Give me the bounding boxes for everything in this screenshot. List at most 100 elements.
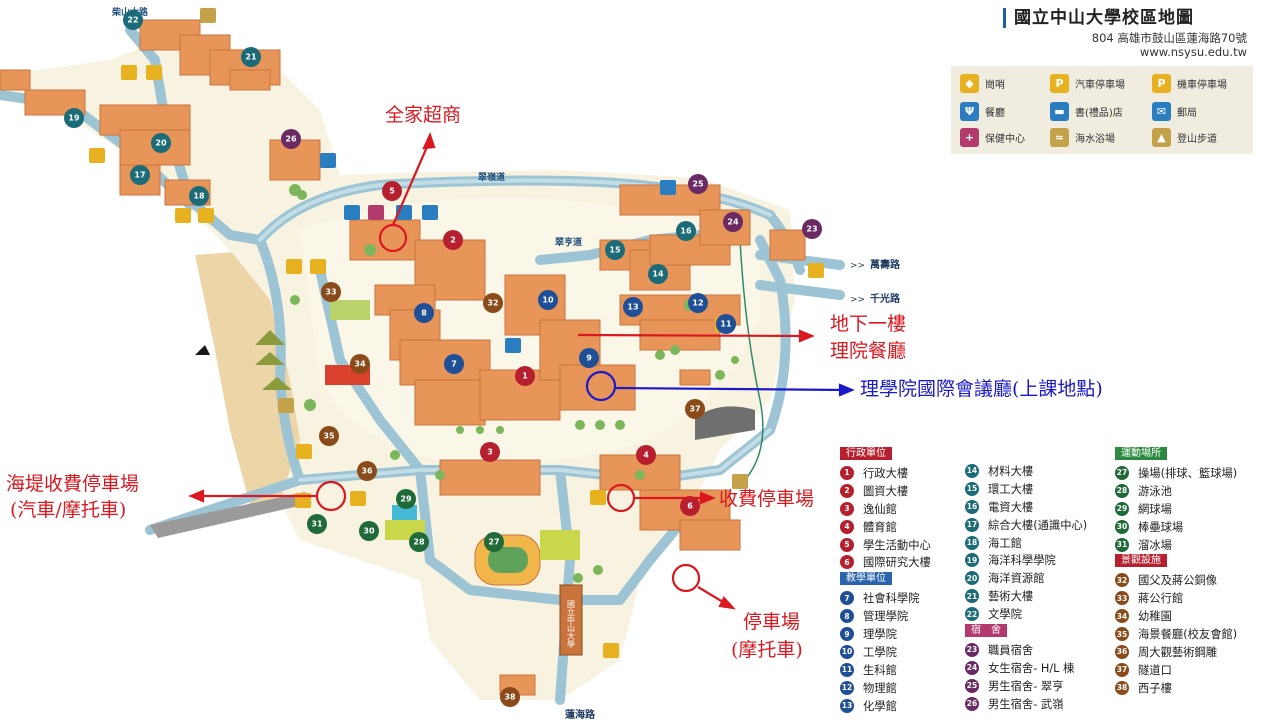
directory-building-name: 圖資大樓 <box>863 484 909 498</box>
directory-number-badge: 25 <box>965 678 979 693</box>
beach-icon: ≈ <box>1050 128 1069 147</box>
directory-building-name: 生科館 <box>863 663 897 677</box>
directory-building-name: 逸仙館 <box>863 502 897 516</box>
legend-post-office: ✉郵局 <box>1152 102 1197 121</box>
directory-number-badge: 9 <box>840 627 854 642</box>
road-label-qianguang: 千光路 <box>870 292 901 305</box>
directory-building-name: 文學院 <box>988 608 1022 622</box>
directory-number-badge: 11 <box>840 662 854 677</box>
directory-building-name: 材料大樓 <box>988 464 1034 478</box>
legend-bookstore: ▬書(禮品)店 <box>1050 102 1123 121</box>
svg-text:26: 26 <box>285 135 297 144</box>
directory-building-name: 網球場 <box>1138 502 1172 516</box>
seawall-pier <box>150 492 312 538</box>
directory-section-heading: 運動場所 <box>1115 447 1167 460</box>
directory-number-badge: 23 <box>965 642 979 657</box>
svg-text:13: 13 <box>627 303 638 312</box>
legend-health: +保健中心 <box>960 128 1025 147</box>
annotation-moto-type: (摩托車) <box>731 639 803 661</box>
directory-number-badge: 13 <box>840 698 854 713</box>
directory-building-name: 學生活動中心 <box>863 538 931 552</box>
svg-text:21: 21 <box>245 53 257 62</box>
directory-number-badge: 7 <box>840 591 854 606</box>
directory-building-name: 蔣公行館 <box>1138 592 1184 606</box>
svg-text:8: 8 <box>421 309 427 318</box>
guard-post-icon: ◆ <box>960 74 979 93</box>
directory-number-badge: 15 <box>965 481 979 496</box>
road-label-lianhai: 蓮海路 <box>565 708 596 720</box>
directory-entry: 18 海工館 <box>965 534 1087 552</box>
svg-text:31: 31 <box>311 520 323 529</box>
svg-text:15: 15 <box>609 246 621 255</box>
directory-number-badge: 12 <box>840 680 854 695</box>
car-parking-icon: P <box>1050 74 1069 93</box>
directory-number-badge: 6 <box>840 555 854 570</box>
directory-building-name: 隧道口 <box>1138 663 1172 677</box>
directory-building-name: 周大觀藝術鋼雕 <box>1138 645 1218 659</box>
svg-text:28: 28 <box>413 538 425 547</box>
bookstore-icon: ▬ <box>1050 102 1069 121</box>
svg-text:1: 1 <box>522 372 528 381</box>
svg-text:9: 9 <box>586 354 592 363</box>
directory-number-badge: 18 <box>965 535 979 550</box>
directory-number-badge: 2 <box>840 483 854 498</box>
health-center-icon: + <box>960 128 979 147</box>
directory-building-name: 行政大樓 <box>863 466 909 480</box>
svg-text:5: 5 <box>389 187 395 196</box>
svg-text:2: 2 <box>450 236 456 245</box>
directory-number-badge: 21 <box>965 589 979 604</box>
legend-beach: ≈海水浴場 <box>1050 128 1115 147</box>
directory-section-heading: 教學單位 <box>840 572 892 586</box>
svg-text:14: 14 <box>652 270 664 279</box>
directory-building-name: 管理學院 <box>863 610 909 624</box>
directory-number-badge: 14 <box>965 463 979 478</box>
svg-text:19: 19 <box>68 114 80 123</box>
directory-building-name: 海工館 <box>988 536 1022 550</box>
svg-text:>>: >> <box>850 295 865 305</box>
svg-text:12: 12 <box>692 299 703 308</box>
tunnel-entrance <box>695 406 755 440</box>
directory-building-name: 化學館 <box>863 699 897 713</box>
parking-icons <box>89 8 824 658</box>
svg-text:11: 11 <box>720 320 732 329</box>
directory-building-name: 綜合大樓(通識中心) <box>988 518 1088 532</box>
road-label-wanshou: 萬壽路 <box>870 258 901 271</box>
svg-text:38: 38 <box>504 693 516 702</box>
restaurant-icons <box>320 153 676 353</box>
svg-text:27: 27 <box>488 538 499 547</box>
directory-number-badge: 16 <box>965 499 979 514</box>
svg-text:7: 7 <box>451 360 457 369</box>
legend-hiking: ▲登山步道 <box>1152 128 1217 147</box>
directory-number-badge: 19 <box>965 553 979 568</box>
svg-text:國立中山大學: 國立中山大學 <box>567 600 576 649</box>
directory-number-badge: 10 <box>840 644 854 659</box>
directory-number-badge: 27 <box>1115 465 1129 480</box>
svg-text:6: 6 <box>687 502 693 511</box>
annotation-science-restaurant: 理院餐廳 <box>830 340 907 362</box>
tennis-court <box>540 530 580 560</box>
directory-number-badge: 3 <box>840 501 854 516</box>
directory-building-name: 海景餐廳(校友會館) <box>1138 628 1238 642</box>
directory-number-badge: 4 <box>840 519 854 534</box>
directory-number-badge: 32 <box>1115 573 1129 588</box>
svg-text:34: 34 <box>354 360 366 369</box>
directory-entry: 13 化學館 <box>840 697 931 715</box>
directory-number-badge: 5 <box>840 537 854 552</box>
map-title: 國立中山大學校區地圖 <box>1003 8 1194 28</box>
directory-number-badge: 20 <box>965 571 979 586</box>
